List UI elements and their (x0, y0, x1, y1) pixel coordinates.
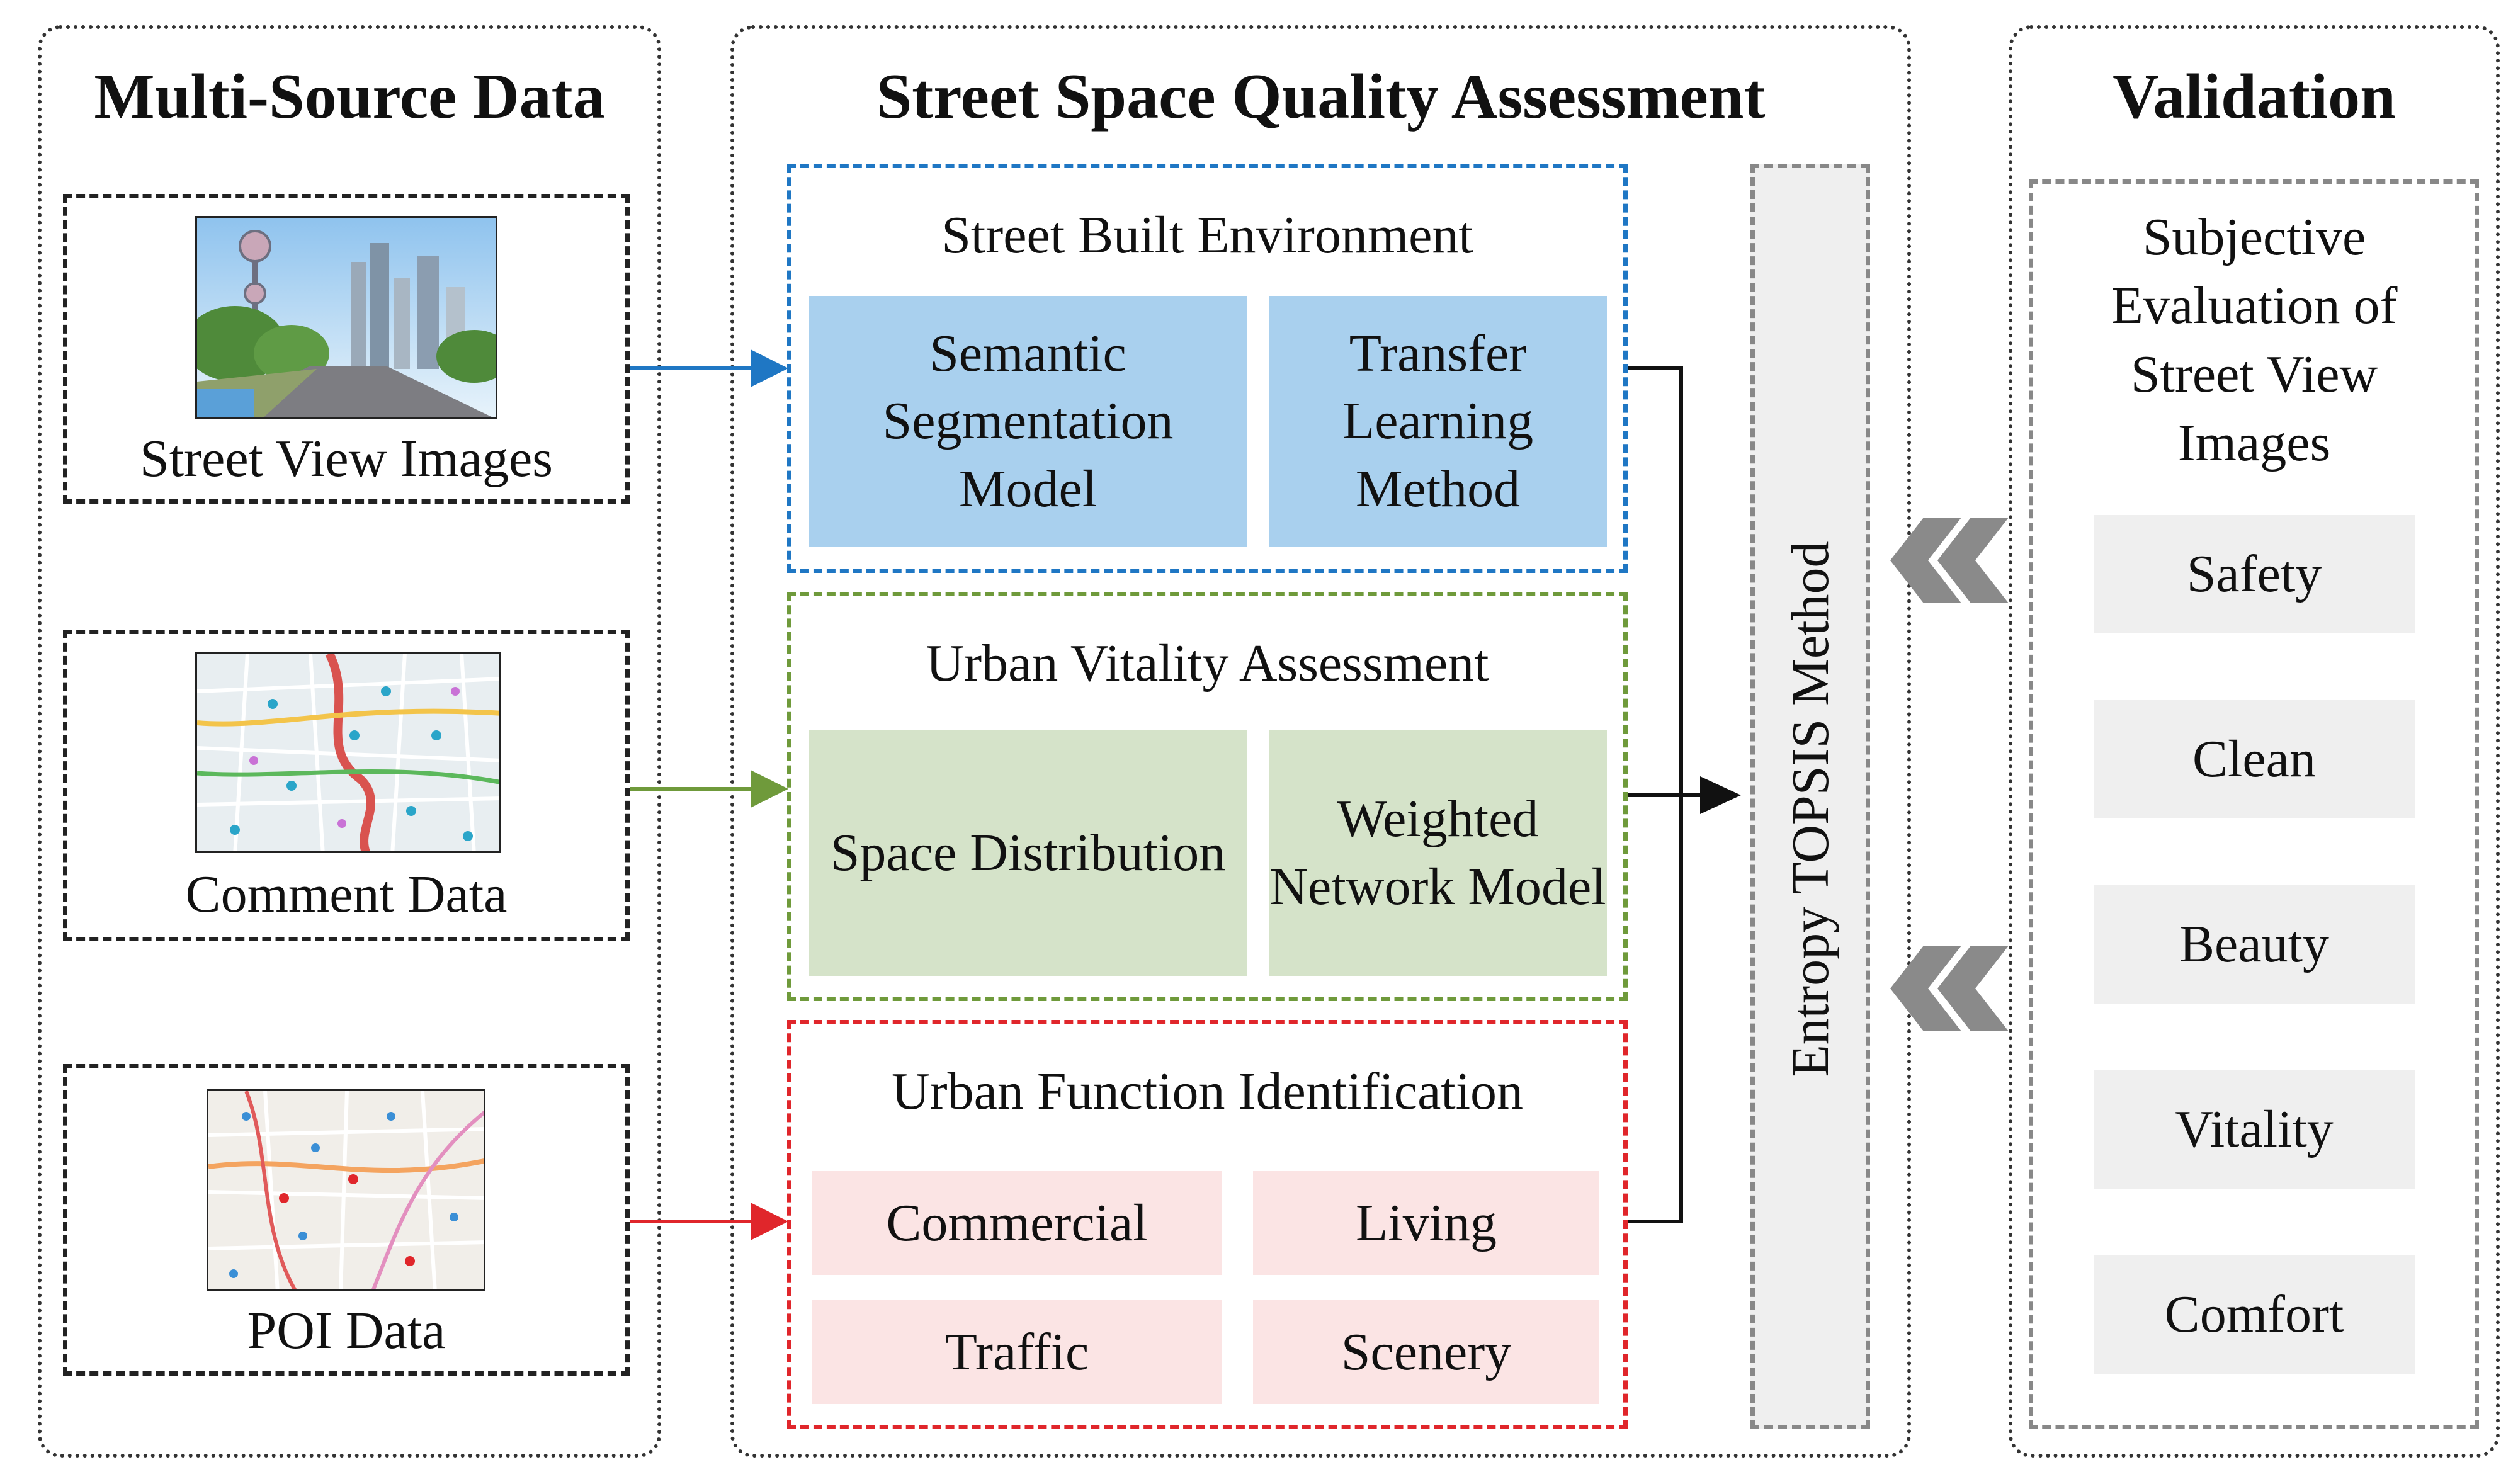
street-view-image-icon (195, 216, 497, 419)
comment-source-box (63, 630, 630, 941)
clean-item: Clean (2094, 700, 2415, 818)
entropy-topsis-bar (1750, 164, 1870, 1429)
street-built-environment-group (787, 164, 1628, 573)
urban-vitality-title: Urban Vitality Assessment (926, 634, 1489, 693)
traffic-box: Traffic (812, 1300, 1222, 1404)
assessment-title: Street Space Quality Assessment (876, 61, 1766, 132)
poi-map-icon (207, 1089, 485, 1291)
urban-function-group (787, 1020, 1628, 1429)
living-box: Living (1253, 1171, 1599, 1275)
space-distribution-box: Space Distribution (809, 730, 1247, 976)
commercial-box: Commercial (812, 1171, 1222, 1275)
multi-source-data-panel (38, 25, 661, 1458)
street-view-source-box (63, 194, 630, 504)
lower-chevron-icon (1890, 946, 2009, 1031)
scenery-box: Scenery (1253, 1300, 1599, 1404)
vitality-item: Vitality (2094, 1070, 2415, 1189)
validation-inner-box (2029, 179, 2479, 1429)
urban-vitality-group (787, 592, 1628, 1001)
poi-data-label: POI Data (247, 1301, 446, 1360)
poi-source-box (63, 1064, 630, 1376)
street-built-environment-title: Street Built Environment (941, 206, 1473, 264)
weighted-network-box: Weighted Network Model (1269, 730, 1607, 976)
comment-data-label: Comment Data (185, 865, 508, 924)
validation-title: Validation (2113, 61, 2396, 132)
street-view-images-label: Street View Images (140, 429, 553, 488)
comfort-item: Comfort (2094, 1255, 2415, 1374)
transfer-learning-box: Transfer Learning Method (1269, 296, 1607, 547)
subjective-evaluation-text: Subjective Evaluation of Street View Ima… (2111, 207, 2398, 473)
safety-item: Safety (2094, 515, 2415, 633)
comment-map-icon (195, 652, 501, 853)
upper-chevron-icon (1890, 518, 2009, 603)
semantic-segmentation-box: Semantic Segmentation Model (809, 296, 1247, 547)
method-arrowhead (1700, 776, 1741, 814)
beauty-item: Beauty (2094, 885, 2415, 1004)
urban-function-title: Urban Function Identification (891, 1062, 1524, 1121)
validation-panel (2009, 25, 2500, 1458)
multi-source-data-title: Multi-Source Data (94, 61, 605, 132)
assessment-panel (730, 25, 1911, 1458)
